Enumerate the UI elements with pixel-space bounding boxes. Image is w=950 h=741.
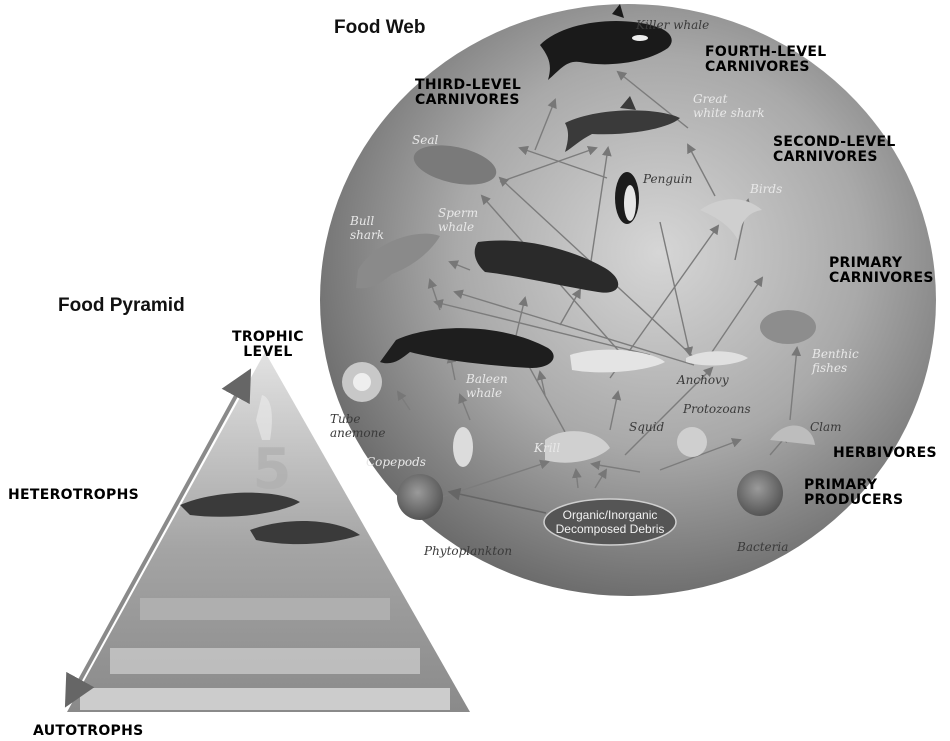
copepods-label: Copepods	[366, 455, 426, 469]
food-web-title: Food Web	[334, 17, 425, 39]
bacteria-label: Bacteria	[737, 540, 788, 554]
protozoans-label: Protozoans	[683, 402, 751, 416]
food-pyramid-title: Food Pyramid	[58, 295, 185, 317]
penguin-label: Penguin	[643, 172, 692, 186]
krill-label: Krill	[534, 441, 560, 455]
anchovy-label: Anchovy	[677, 373, 729, 387]
heterotrophs-label: HETEROTROPHS	[8, 488, 139, 503]
protozoans-shape	[677, 427, 707, 457]
autotrophs-label: AUTOTROPHS	[33, 724, 144, 739]
herbivores-label: HERBIVORES	[833, 446, 937, 461]
pyramid-level-number: 5	[253, 437, 292, 502]
copepods-shape	[453, 427, 473, 467]
benthic-fishes-shape	[760, 310, 816, 344]
phytoplankton-cell	[397, 474, 443, 520]
killer-whale-label: Killer whale	[636, 18, 709, 32]
seal-label: Seal	[412, 133, 438, 147]
squid-label: Squid	[629, 420, 664, 434]
penguin-shape	[615, 172, 639, 224]
phytoplankton-label: Phytoplankton	[424, 544, 512, 558]
bacteria-cell	[737, 470, 783, 516]
clam-label: Clam	[810, 420, 842, 434]
birds-label: Birds	[750, 182, 782, 196]
tube-anemone-shape	[342, 362, 382, 402]
